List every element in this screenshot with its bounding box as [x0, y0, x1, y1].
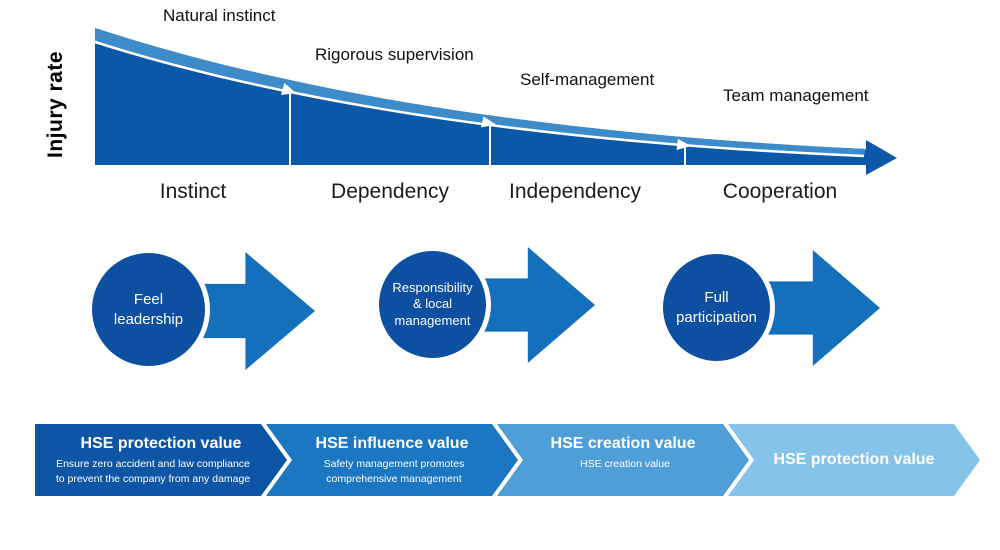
banner-title: HSE protection value: [80, 435, 242, 452]
process-circle-label: Full participation: [676, 289, 757, 326]
banner-title: HSE creation value: [550, 435, 696, 452]
phase-label-rigorous-supervision: Rigorous supervision: [315, 45, 474, 64]
process-circle-feel-leadership: Feel leadership: [92, 253, 205, 366]
phase-label-self-management: Self-management: [520, 70, 655, 89]
process-circle-full-participation: Full participation: [663, 254, 770, 361]
banner-segment-hse-creation-value: HSE creation value HSE creation value: [497, 424, 749, 496]
stage-label-cooperation: Cooperation: [722, 180, 838, 203]
banner-segment-hse-protection-value-2: HSE protection value: [728, 424, 980, 496]
curve-step-arrow-icon: [676, 139, 691, 150]
banner-subtitle: Safety management promotes comprehensive…: [323, 458, 465, 485]
stage-label-independency: Independency: [509, 180, 641, 203]
curve-step-arrow-icon: [481, 116, 496, 128]
curve-line: [94, 40, 865, 158]
stage-label-instinct: Instinct: [159, 180, 227, 203]
injury-rate-curve: [94, 28, 897, 175]
process-circle-label: Responsibility & local management: [392, 280, 473, 328]
curve-step-arrow-icon: [281, 83, 296, 95]
banner-subtitle: HSE creation value: [580, 458, 670, 471]
phase-label-team-management: Team management: [723, 86, 869, 105]
banner-segment-hse-protection-value: HSE protection value Ensure zero acciden…: [35, 424, 287, 496]
phase-label-natural-instinct: Natural instinct: [163, 6, 276, 25]
stage-label-dependency: Dependency: [331, 180, 449, 203]
banner-subtitle: Ensure zero accident and law compliance …: [55, 458, 251, 485]
banner-title: HSE protection value: [773, 450, 935, 468]
process-circle-label: Feel leadership: [113, 291, 184, 328]
banner-segment-hse-influence-value: HSE influence value Safety management pr…: [266, 424, 518, 496]
banner-title: HSE influence value: [315, 435, 469, 452]
process-circle-responsibility: Responsibility & local management: [379, 251, 486, 358]
